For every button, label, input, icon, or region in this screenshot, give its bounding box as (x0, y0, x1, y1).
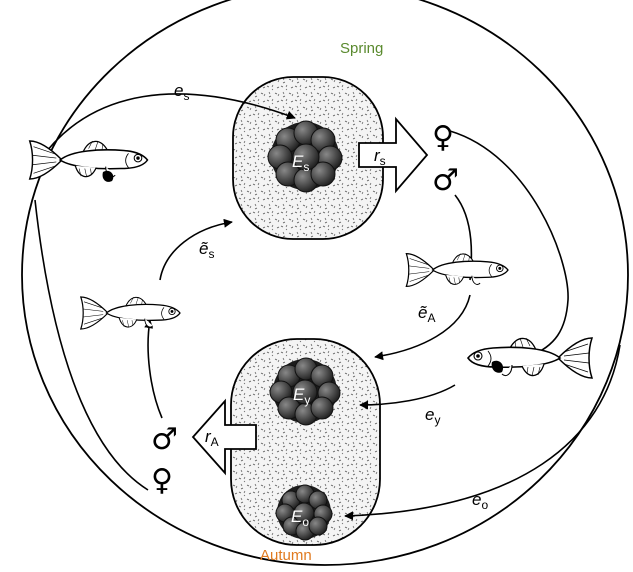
egg-label-old: Eo (291, 507, 309, 529)
killifish-icon (80, 296, 181, 330)
life-cycle-outer-loop (21, 0, 629, 566)
egg-label-spring: Es (292, 152, 309, 174)
e-s-label: es (174, 81, 189, 103)
r-a-block-arrow (191, 398, 257, 476)
e-tilde-a-arrow (374, 294, 471, 361)
e-o-label: eo (472, 490, 488, 512)
fish-spot (102, 170, 114, 182)
r-s-block-arrow (358, 116, 429, 194)
killifish-icon (28, 140, 149, 180)
egg-label-young: Ey (293, 385, 310, 407)
e-o-arrow (344, 344, 621, 521)
egg-cluster-icon (269, 357, 341, 426)
fish-spot (491, 360, 504, 373)
male-symbol-icon: ♂ (432, 163, 459, 198)
egg-cluster-icon (275, 484, 333, 541)
autumn-label: Autumn (260, 547, 312, 564)
female-symbol-icon: ♀ (151, 463, 173, 498)
e-tilde-s-label: ẽs (199, 239, 214, 261)
r-s-label: rs (374, 146, 386, 168)
killifish-icon (467, 337, 593, 379)
spring-to-autumn-fish-path (449, 130, 569, 357)
autumn-to-juvenile-arrow (144, 319, 163, 419)
e-s-arrow (39, 93, 296, 161)
e-tilde-a-label: ẽA (418, 303, 435, 325)
male-symbol-icon: ♂ (151, 422, 178, 457)
e-y-label: ey (425, 405, 440, 427)
e-tilde-s-arrow (159, 218, 233, 281)
egg-cluster-icon (267, 120, 343, 193)
autumn-to-spring-fish-path (34, 199, 149, 491)
killifish-icon (405, 252, 509, 288)
spring-label: Spring (340, 40, 383, 57)
e-y-arrow (359, 384, 456, 410)
r-a-label: rA (205, 427, 219, 449)
female-symbol-icon: ♀ (432, 120, 454, 155)
